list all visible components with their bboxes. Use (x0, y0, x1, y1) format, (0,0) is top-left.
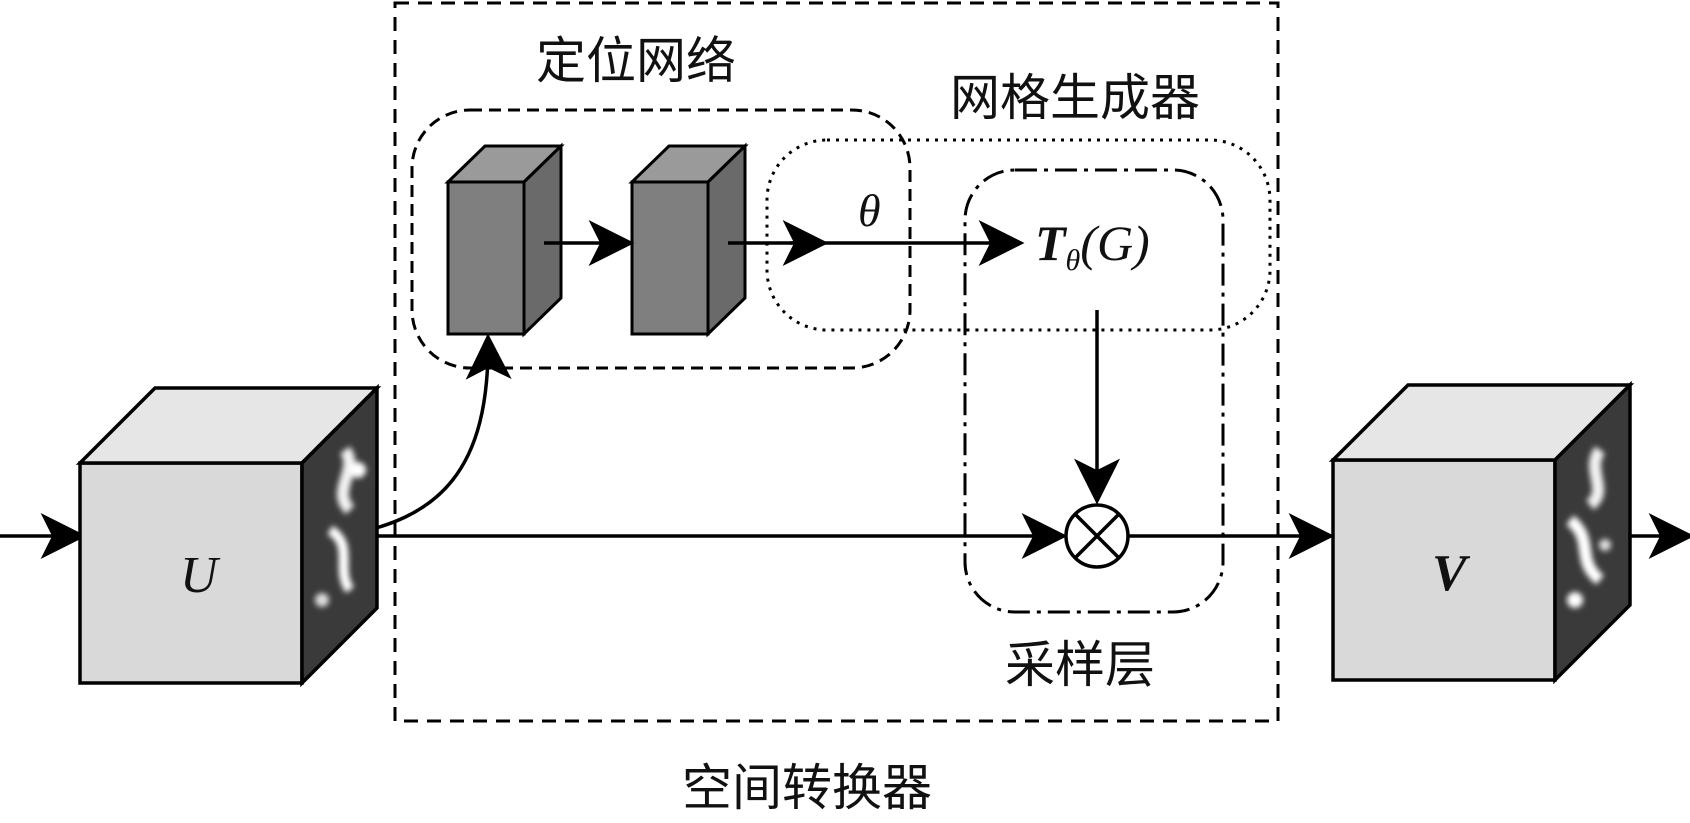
spatial-transformer-label: 空间转换器 (682, 759, 932, 817)
input-side-texture (315, 446, 366, 607)
transform-label: Tθ(G) (1035, 215, 1150, 277)
input-label-u: U (180, 547, 221, 604)
input-feature-map-cube: U (75, 383, 382, 688)
sampler-label: 采样层 (1005, 636, 1155, 694)
localization-layer-block-1 (444, 142, 565, 338)
grid-generator-label: 网格生成器 (950, 69, 1200, 127)
multiply-node (1064, 503, 1130, 569)
sampler-box (963, 168, 1225, 614)
localization-layer-block-2 (628, 142, 749, 338)
transform-args: (G) (1080, 215, 1149, 271)
output-label-v: V (1432, 545, 1471, 602)
output-side-texture (1565, 446, 1611, 608)
theta-label: θ (858, 185, 881, 236)
localization-network-label: 定位网络 (536, 32, 736, 90)
localization-network-box (410, 108, 912, 370)
transform-subscript: θ (1066, 244, 1081, 277)
transform-T: T (1035, 215, 1068, 271)
spatial-transformer-box (393, 1, 1280, 723)
output-feature-map-cube: V (1328, 380, 1635, 685)
grid-generator-box (765, 138, 1272, 332)
